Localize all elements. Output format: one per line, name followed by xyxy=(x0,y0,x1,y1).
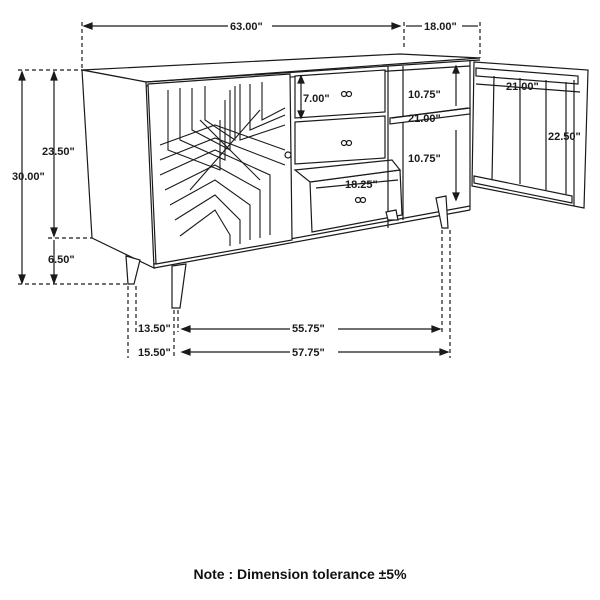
front-leg-inset-label: 13.50" xyxy=(138,323,171,335)
overall-width-label: 63.00" xyxy=(230,21,263,33)
shelf-bottom-clearance-label: 10.75" xyxy=(408,153,441,165)
door-width-label: 21.00" xyxy=(506,81,539,93)
drawers xyxy=(293,69,403,233)
door-height-label: 22.50" xyxy=(548,131,581,143)
shelf-top-clearance-label: 10.75" xyxy=(408,89,441,101)
width-dimension xyxy=(81,22,481,70)
cabinet-height-label: 23.50" xyxy=(42,146,75,158)
overall-height-label: 30.00" xyxy=(12,171,45,183)
rear-leg-inset-label: 15.50" xyxy=(138,347,171,359)
drawer-width-label: 18.25" xyxy=(345,179,378,191)
front-leg-span-label: 55.75" xyxy=(292,323,325,335)
overall-depth-label: 18.00" xyxy=(424,21,457,33)
patterned-door xyxy=(147,73,293,265)
open-door xyxy=(471,61,589,209)
shelf-width-label: 21.00" xyxy=(408,113,441,125)
tolerance-note: Note : Dimension tolerance ±5% xyxy=(193,566,407,582)
height-dimensions xyxy=(18,69,128,285)
drawer-height-label: 7.00" xyxy=(303,93,330,105)
legs xyxy=(125,195,449,309)
rear-leg-span-label: 57.75" xyxy=(292,347,325,359)
leg-height-label: 6.50" xyxy=(48,254,75,266)
cabinet-body xyxy=(81,53,481,269)
leg-span-dimensions xyxy=(127,230,451,358)
open-compartment xyxy=(387,64,471,228)
